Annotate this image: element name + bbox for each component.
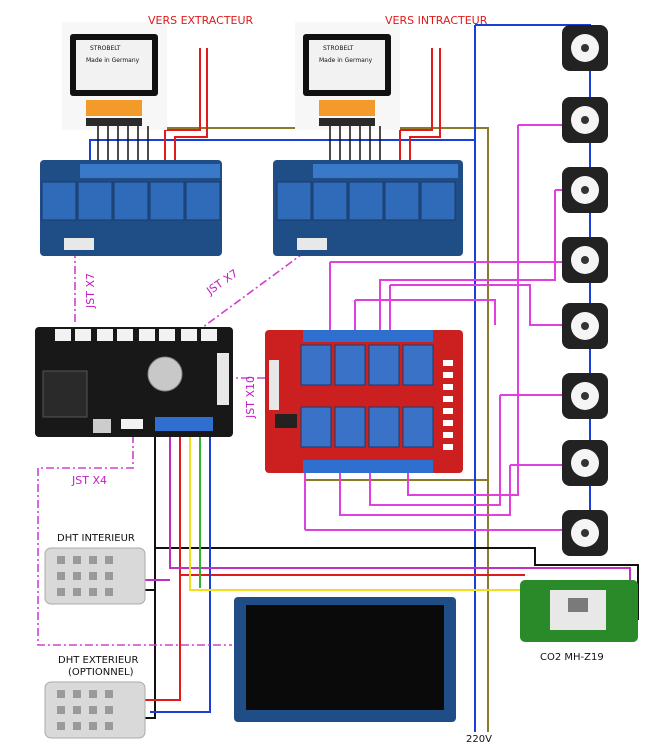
label-vers-extracteur: VERS EXTRACTEUR — [148, 14, 254, 27]
esp32-module — [42, 370, 88, 418]
relay8-coils-bottom — [300, 406, 434, 448]
outlet — [562, 440, 608, 486]
outlet — [562, 373, 608, 419]
outlet — [562, 237, 608, 283]
wire-mag-4 — [389, 284, 585, 330]
controller-board — [35, 327, 233, 437]
label-mains-voltage: 220V — [466, 734, 492, 745]
relay-input-header — [64, 238, 94, 250]
relay-coil-4 — [149, 181, 185, 221]
wire-red-intracteur-1 — [399, 48, 433, 172]
dht-sensor-interieur — [44, 547, 146, 605]
relay8-driver-ic — [275, 414, 297, 428]
terminal-block — [155, 417, 213, 431]
transformer-leads — [97, 126, 381, 172]
usb-port — [93, 419, 111, 433]
relay-input-header — [297, 238, 327, 250]
wire-mag-7 — [304, 470, 585, 531]
wire-mag-8 — [354, 299, 496, 330]
relay8-top-terminals — [303, 330, 433, 342]
relay-coil-2 — [312, 181, 348, 221]
relay-coil-4 — [384, 181, 420, 221]
relay8-coils-top — [300, 344, 434, 386]
transformer-brand: STROBELT — [90, 45, 121, 52]
relay-coil-2 — [77, 181, 113, 221]
transformer-terminals — [86, 100, 142, 126]
relay-coil-5 — [420, 181, 456, 221]
wire-blue-dht — [150, 432, 211, 713]
relay8-bottom-terminals — [303, 460, 433, 473]
label-dht-interieur: DHT INTERIEUR — [57, 533, 135, 544]
relay-coil-1 — [41, 181, 77, 221]
label-dht-exterieur: DHT EXTERIEUR — [58, 655, 138, 666]
wire-mag-3 — [329, 261, 585, 330]
outlet — [562, 97, 608, 143]
relay-coil-5 — [185, 181, 221, 221]
label-jst-x10: JST X10 — [244, 376, 257, 419]
transformer-terminals — [319, 100, 375, 126]
label-jst-x7-right: JST X7 — [203, 267, 240, 298]
transformer-intracteur: STROBELT Made in Germany — [295, 22, 400, 130]
outlet — [562, 25, 608, 71]
lcd-screen — [246, 605, 444, 710]
label-vers-intracteur: VERS INTRACTEUR — [385, 14, 488, 27]
relay8-input-header — [269, 360, 279, 410]
transformer-brand: STROBELT — [323, 45, 354, 52]
transformer-extracteur: STROBELT Made in Germany — [62, 22, 167, 130]
transformer-label — [309, 40, 385, 90]
outlet — [562, 167, 608, 213]
relay-terminal-strip — [313, 164, 458, 178]
controller-jst-row — [55, 329, 217, 341]
label-dht-exterieur-optional: (OPTIONNEL) — [68, 667, 134, 678]
lcd-display — [234, 597, 456, 722]
wire-black-co2 — [155, 547, 639, 620]
outlet — [562, 510, 608, 556]
relay-coil-1 — [276, 181, 312, 221]
relay-terminal-strip — [80, 164, 220, 178]
relay-board-extracteur — [40, 160, 222, 256]
rtc-battery — [147, 356, 183, 392]
wire-red-intracteur-2 — [409, 48, 441, 172]
transformer-origin: Made in Germany — [319, 57, 373, 64]
relay-board-8ch — [265, 330, 463, 473]
label-jst-x7-left: JST X7 — [84, 273, 97, 309]
co2-sensor-board — [520, 580, 638, 642]
side-header — [217, 353, 229, 405]
wire-red-vcc — [140, 432, 181, 701]
dht-sensor-exterieur — [44, 681, 146, 739]
relay8-leds — [443, 360, 453, 450]
jst-x4-header — [121, 419, 143, 429]
label-co2-sensor: CO2 MH-Z19 — [540, 652, 604, 663]
label-jst-x4: JST X4 — [71, 474, 107, 487]
outlets — [562, 25, 608, 556]
jst-x4-link — [37, 435, 232, 646]
transformer-label — [76, 40, 152, 90]
relay-coil-3 — [113, 181, 149, 221]
wire-red-extracteur-2 — [174, 48, 208, 172]
outlet — [562, 303, 608, 349]
relay-board-intracteur — [273, 160, 463, 256]
transformer-origin: Made in Germany — [86, 57, 140, 64]
relay-coil-3 — [348, 181, 384, 221]
wire-red-extracteur-1 — [164, 48, 201, 172]
